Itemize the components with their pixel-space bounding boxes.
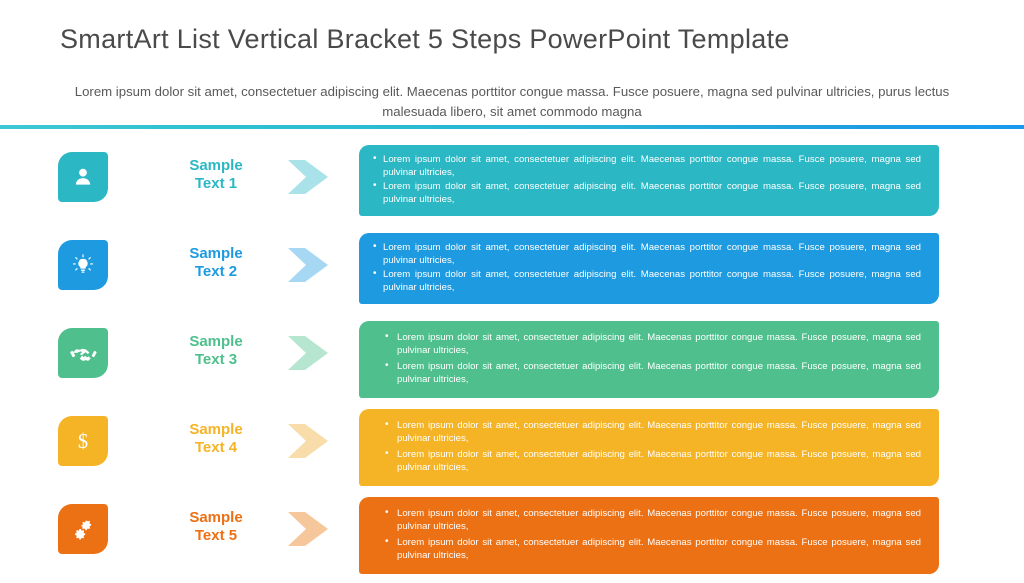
step-label-line2: Text 4 <box>194 439 238 456</box>
gears-icon <box>70 516 97 543</box>
dollar-icon: $ <box>70 428 96 454</box>
bullet-item: Lorem ipsum dolor sit amet, consectetuer… <box>383 506 921 533</box>
step-icon-tile[interactable] <box>58 328 108 378</box>
chevron-right-icon <box>288 421 334 461</box>
header-divider <box>0 125 1024 129</box>
step-label-line2: Text 3 <box>194 351 238 368</box>
step-label-line2: Text 1 <box>194 175 238 192</box>
step-icon-tile[interactable] <box>58 240 108 290</box>
step-icon-tile[interactable] <box>58 504 108 554</box>
page-title: SmartArt List Vertical Bracket 5 Steps P… <box>60 24 790 54</box>
step-content-box[interactable]: Lorem ipsum dolor sit amet, consectetuer… <box>359 233 939 304</box>
bullet-item: Lorem ipsum dolor sit amet, consectetuer… <box>383 330 921 357</box>
step-label-line1: Sample <box>189 509 243 526</box>
svg-text:$: $ <box>78 431 88 453</box>
step-icon-tile[interactable] <box>58 152 108 202</box>
bullet-item: Lorem ipsum dolor sit amet, consectetuer… <box>383 359 921 386</box>
chevron-right-icon <box>288 333 334 373</box>
bullet-item: Lorem ipsum dolor sit amet, consectetuer… <box>383 535 921 562</box>
chevron-right-icon <box>288 245 334 285</box>
step-content-box[interactable]: Lorem ipsum dolor sit amet, consectetuer… <box>359 497 939 574</box>
bullet-item: Lorem ipsum dolor sit amet, consectetuer… <box>373 152 921 179</box>
step-label-line2: Text 5 <box>194 527 238 544</box>
step-icon-tile[interactable]: $ <box>58 416 108 466</box>
bullet-item: Lorem ipsum dolor sit amet, consectetuer… <box>373 179 921 206</box>
person-icon <box>70 164 96 190</box>
step-label-line2: Text 2 <box>194 263 238 280</box>
lightbulb-icon <box>70 252 96 278</box>
bullet-item: Lorem ipsum dolor sit amet, consectetuer… <box>383 447 921 474</box>
step-label-line1: Sample <box>189 333 243 350</box>
bullet-item: Lorem ipsum dolor sit amet, consectetuer… <box>373 240 921 267</box>
chevron-right-icon <box>288 157 334 197</box>
step-label-line1: Sample <box>189 245 243 262</box>
bullet-item: Lorem ipsum dolor sit amet, consectetuer… <box>373 267 921 294</box>
step-content-box[interactable]: Lorem ipsum dolor sit amet, consectetuer… <box>359 145 939 216</box>
handshake-icon <box>69 340 97 367</box>
step-content-box[interactable]: Lorem ipsum dolor sit amet, consectetuer… <box>359 409 939 486</box>
chevron-right-icon <box>288 509 334 549</box>
step-label-line1: Sample <box>189 421 243 438</box>
bullet-item: Lorem ipsum dolor sit amet, consectetuer… <box>383 418 921 445</box>
step-label-line1: Sample <box>189 157 243 174</box>
page-subtitle: Lorem ipsum dolor sit amet, consectetuer… <box>74 84 950 119</box>
step-content-box[interactable]: Lorem ipsum dolor sit amet, consectetuer… <box>359 321 939 398</box>
